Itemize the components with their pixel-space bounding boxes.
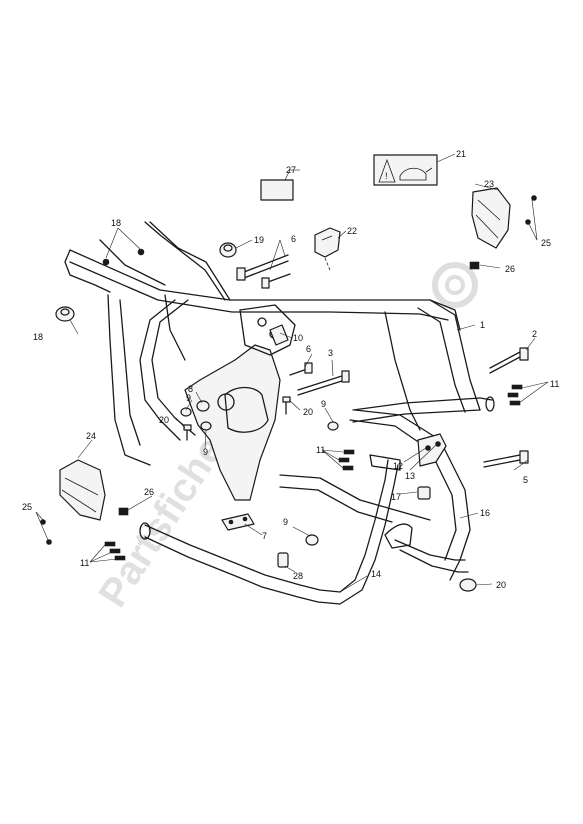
bolt-part-3 xyxy=(297,370,350,396)
callout-17: 17 xyxy=(391,492,401,502)
callout-11-left: 11 xyxy=(80,558,89,568)
callout-7: 7 xyxy=(262,531,267,541)
watermark-gear-icon xyxy=(432,262,478,308)
bracket-part-12-13 xyxy=(417,433,447,467)
lower-rail-part-14 xyxy=(139,454,413,605)
bolt-6-top xyxy=(236,254,291,289)
main-frame xyxy=(64,221,495,581)
callout-16: 18 xyxy=(111,218,121,228)
bolt-part-20-left xyxy=(183,424,192,441)
screws-25-left xyxy=(40,519,52,545)
nut-part-9-b xyxy=(200,421,212,431)
nut-part-9-c xyxy=(327,421,339,431)
callout-3: 3 xyxy=(328,348,333,358)
callout-14: 14 xyxy=(371,569,381,579)
clip-part-10 xyxy=(269,324,289,346)
leader-lines xyxy=(35,153,549,593)
callout-15: 16 xyxy=(480,508,490,518)
fasteners-11-right xyxy=(507,384,523,406)
callout-6-center: 6 xyxy=(306,344,311,354)
callout-20-left: 20 xyxy=(159,415,169,425)
nut-18-left xyxy=(55,306,75,322)
callout-9-c: 9 xyxy=(203,447,208,457)
screws-25-right xyxy=(525,195,537,225)
svg-text:!: ! xyxy=(385,171,388,181)
callout-20-right: 20 xyxy=(303,407,313,417)
bolt-part-16-b xyxy=(137,248,145,256)
bolt-part-6-center xyxy=(289,362,313,376)
callout-numbers: 27 21 23 18 19 6 22 25 26 1 2 18 10 3 6 … xyxy=(22,149,559,590)
cover-part-23 xyxy=(471,187,511,249)
callout-9-b: 9 xyxy=(321,399,326,409)
callout-2: 2 xyxy=(532,329,537,339)
nut-part-9-a xyxy=(180,407,192,417)
callout-11-center: 11 xyxy=(316,445,325,455)
plate-part-7 xyxy=(221,513,255,531)
callout-27: 27 xyxy=(286,165,296,175)
cover-part-24 xyxy=(59,459,106,521)
callout-21: 21 xyxy=(456,149,466,159)
nut-18-top xyxy=(219,242,237,258)
bolt-part-5 xyxy=(483,450,529,468)
callout-26-left: 26 xyxy=(144,487,154,497)
clip-26-right xyxy=(469,261,480,270)
bolt-part-2 xyxy=(489,347,529,374)
callout-25-right: 25 xyxy=(541,238,551,248)
right-rail-part-15 xyxy=(394,539,469,573)
callout-12: 12 xyxy=(393,461,403,471)
callout-5: 5 xyxy=(523,475,528,485)
bolt-part-16-a xyxy=(102,258,110,266)
callout-22: 22 xyxy=(347,226,357,236)
nut-part-9-d xyxy=(305,534,319,546)
warning-label-part-21: ! xyxy=(373,154,438,186)
sleeve-part-28 xyxy=(277,552,289,568)
bracket-part-22 xyxy=(314,227,341,271)
callout-24: 24 xyxy=(86,431,96,441)
spacer-part-17 xyxy=(417,486,431,500)
callout-8: 8 xyxy=(188,384,193,394)
callout-25-left: 25 xyxy=(22,502,32,512)
label-part-27 xyxy=(260,179,294,201)
clip-26-left xyxy=(118,507,129,516)
callout-23: 23 xyxy=(484,179,494,189)
callout-1: 1 xyxy=(480,320,485,330)
callout-11-right: 11 xyxy=(550,379,559,389)
callout-9-a: 9 xyxy=(186,393,191,403)
callout-10: 10 xyxy=(293,333,303,343)
callout-28: 28 xyxy=(293,571,303,581)
callout-9-d: 9 xyxy=(283,517,288,527)
plug-part-19 xyxy=(459,578,477,592)
bolt-part-20-right xyxy=(282,396,291,415)
callout-26-right: 26 xyxy=(505,264,515,274)
callout-18-left: 18 xyxy=(33,332,43,342)
fasteners-11-left xyxy=(104,541,126,561)
nut-part-8 xyxy=(196,400,210,412)
callout-19: 20 xyxy=(496,580,506,590)
callout-6-top: 6 xyxy=(291,234,296,244)
callout-18-top: 19 xyxy=(254,235,264,245)
fasteners-11-center xyxy=(338,449,355,471)
callout-13: 13 xyxy=(405,471,415,481)
